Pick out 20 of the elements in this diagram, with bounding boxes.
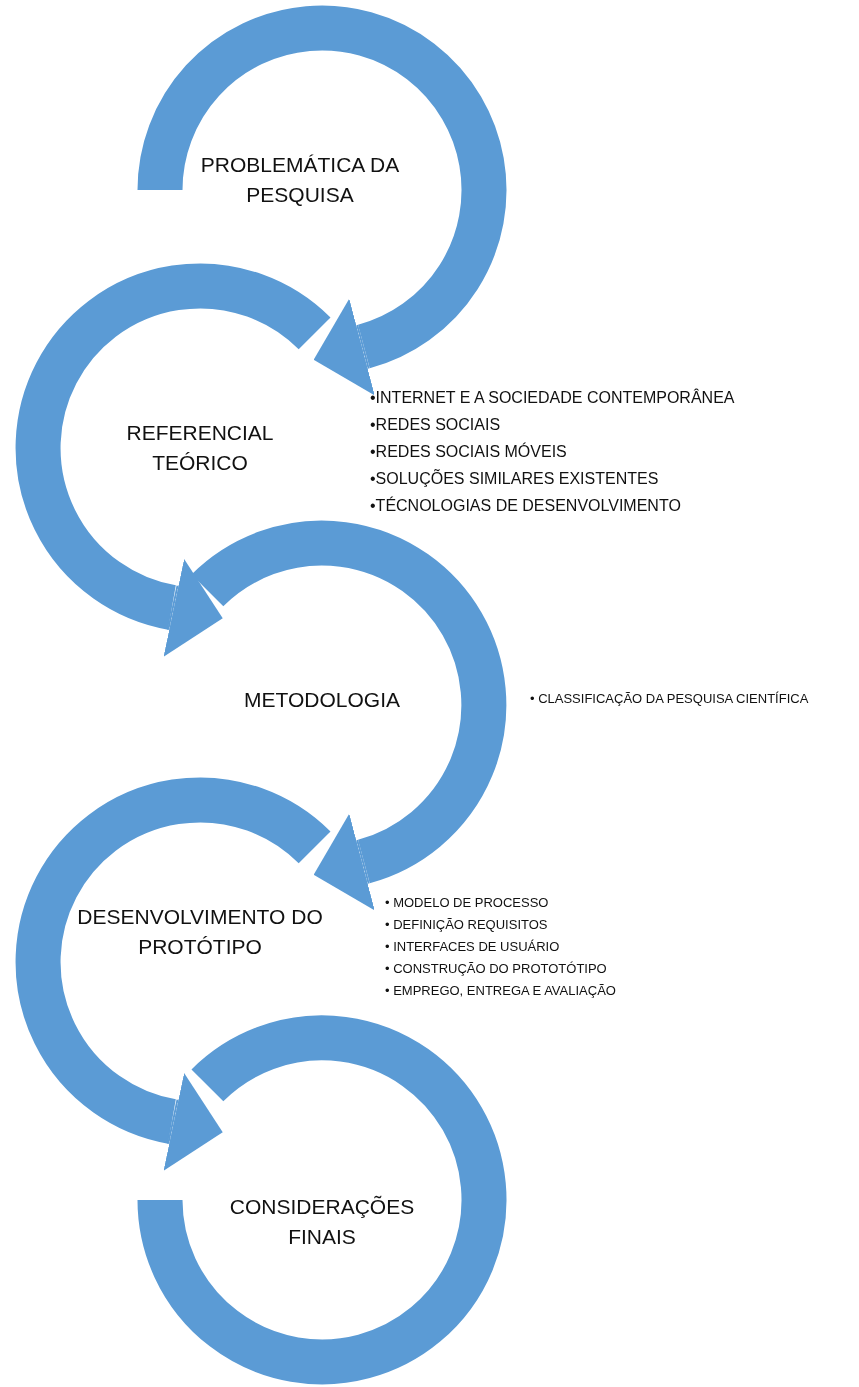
arrow <box>313 813 375 911</box>
bullet-item: •TÉCNOLOGIAS DE DESENVOLVIMENTO <box>370 495 682 516</box>
bullet-item: • EMPREGO, ENTREGA E AVALIAÇÃO <box>385 982 616 1000</box>
arrow <box>163 1072 223 1171</box>
arrow <box>313 298 375 396</box>
arrow <box>163 558 223 657</box>
step-label: METODOLOGIA <box>243 687 401 713</box>
bullet-item: • CLASSIFICAÇÃO DA PESQUISA CIENTÍFICA <box>530 690 809 708</box>
bullet-item: • INTERFACES DE USUÁRIO <box>385 938 561 956</box>
step-label: CONSIDERAÇÕES FINAIS <box>228 1194 416 1250</box>
bullet-item: • CONSTRUÇÃO DO PROTOTÓTIPO <box>385 960 608 978</box>
step-label: DESENVOLVIMENTO DO PROTÓTIPO <box>76 904 324 960</box>
bullet-item: • MODELO DE PROCESSO <box>385 894 550 912</box>
step-label: PROBLEMÁTICA DA PESQUISA <box>199 152 401 208</box>
bullet-item: • DEFINIÇÃO REQUISITOS <box>385 916 549 934</box>
bullet-item: •REDES SOCIAIS MÓVEIS <box>370 441 568 462</box>
bullet-item: •INTERNET E A SOCIEDADE CONTEMPORÂNEA <box>370 387 735 408</box>
bullet-item: •REDES SOCIAIS <box>370 415 502 435</box>
step-label: REFERENCIAL TEÓRICO <box>125 420 275 476</box>
bullet-item: •SOLUÇÕES SIMILARES EXISTENTES <box>370 468 660 489</box>
